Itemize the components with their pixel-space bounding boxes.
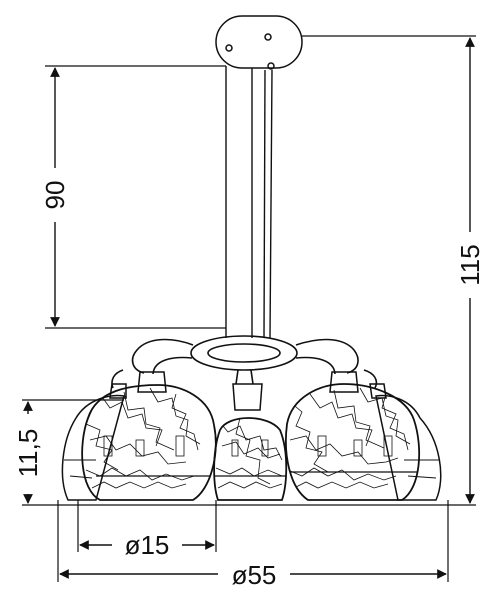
lamp-frame xyxy=(111,335,378,389)
glass-shade-rear-right xyxy=(375,394,442,501)
suspension-wire xyxy=(269,69,273,339)
suspension-wires xyxy=(225,66,273,339)
arm-left-front xyxy=(152,356,193,375)
dimension-label-overall-diameter: ø55 xyxy=(232,560,277,590)
canopy-screw xyxy=(225,44,233,52)
canopy-screw xyxy=(264,33,272,41)
dimension-label-total-height: 115 xyxy=(455,244,485,285)
ceiling-canopy xyxy=(215,15,303,70)
arm-left-back xyxy=(131,338,194,374)
holder-left xyxy=(137,371,167,393)
shade-texture xyxy=(404,459,440,479)
label-mask xyxy=(40,168,70,222)
extension-lines xyxy=(22,35,476,582)
canopy-screw xyxy=(267,62,275,70)
glass-shade-left xyxy=(81,384,217,501)
label-mask xyxy=(218,560,290,590)
dimension-labels: 90 115 11,5 ø15 ø55 xyxy=(12,168,485,590)
arm-rear-left xyxy=(111,369,124,389)
arm-right-back xyxy=(295,338,359,374)
dimension-label-shade-diameter: ø15 xyxy=(125,530,170,560)
arm-rear-right xyxy=(363,369,378,389)
center-hub xyxy=(190,335,298,371)
shade-texture xyxy=(64,459,96,479)
holder-right xyxy=(329,371,359,393)
dimension-label-drop: 90 xyxy=(40,181,70,210)
glass-shade-center xyxy=(213,417,288,501)
rear-shades xyxy=(61,394,442,501)
center-hub-detail xyxy=(207,343,281,363)
label-mask xyxy=(12,414,42,494)
dimension-label-shade-height: 11,5 xyxy=(13,429,43,478)
arm-center xyxy=(235,369,254,385)
suspension-wire xyxy=(263,69,266,339)
glass-shade-rear-left xyxy=(61,394,125,501)
shade-crackle-texture xyxy=(82,387,212,489)
label-mask xyxy=(455,232,485,298)
arm-right-front xyxy=(295,356,336,375)
shade-crackle-texture xyxy=(214,418,287,489)
holder-rear-right xyxy=(369,383,387,399)
canopy-body xyxy=(215,15,303,69)
label-mask xyxy=(112,530,182,560)
dimension-lines xyxy=(23,37,475,579)
front-shades xyxy=(81,383,421,501)
holder-center xyxy=(232,383,263,411)
glass-shade-right xyxy=(285,383,421,501)
shade-crackle-texture xyxy=(286,387,420,489)
